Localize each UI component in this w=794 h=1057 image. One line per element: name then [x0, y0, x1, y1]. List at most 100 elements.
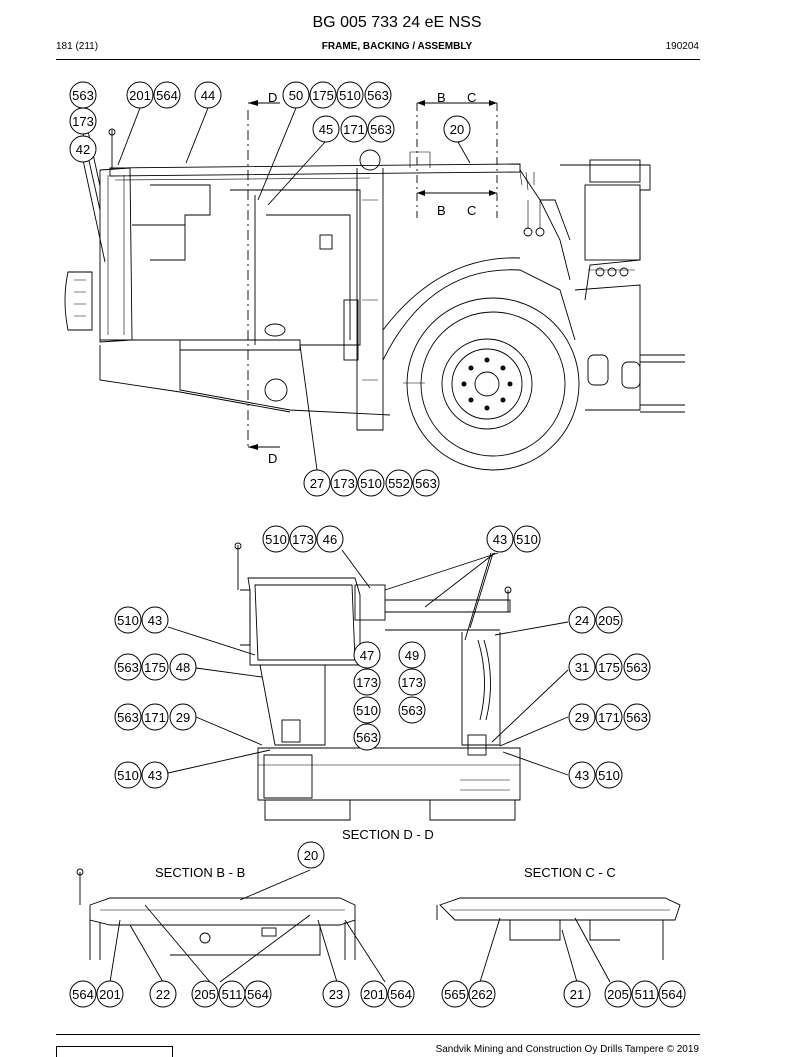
callout-bubble: 564 [153, 81, 181, 109]
callout-bubble: 175 [309, 81, 337, 109]
callout-bubble: 564 [387, 980, 415, 1008]
callout-number: 173 [72, 114, 94, 129]
callout-bubble: 510 [336, 81, 364, 109]
view-label: D [268, 90, 277, 105]
callout-bubble: 23 [322, 980, 350, 1008]
callout-number: 564 [247, 987, 269, 1002]
view-label: B [437, 203, 446, 218]
callout-number: 511 [635, 987, 656, 1002]
callout-number: 175 [598, 660, 620, 675]
callout-number: 42 [76, 142, 90, 157]
callout-number: 24 [575, 613, 589, 628]
section-c-drawing [436, 897, 681, 983]
callout-bubble: 511 [218, 980, 246, 1008]
callout-number: 205 [607, 987, 629, 1002]
callout-number: 43 [575, 768, 589, 783]
callout-bubble: 20 [443, 115, 471, 143]
callout-number: 173 [356, 675, 378, 690]
callout-bubble: 563 [398, 696, 426, 724]
callout-number: 201 [363, 987, 385, 1002]
section-b-drawing [76, 868, 386, 983]
callout-bubble: 564 [69, 980, 97, 1008]
callout-bubble: 173 [353, 668, 381, 696]
callout-number: 31 [575, 660, 589, 675]
callout-number: 563 [117, 710, 139, 725]
callout-bubble: 510 [114, 606, 142, 634]
callout-number: 563 [626, 660, 648, 675]
callout-bubble: 563 [364, 81, 392, 109]
view-label: SECTION C - C [524, 865, 616, 880]
callout-number: 510 [117, 768, 139, 783]
view-label: SECTION D - D [342, 827, 434, 842]
callout-number: 563 [72, 88, 94, 103]
callout-bubble: 47 [353, 641, 381, 669]
view-label: C [467, 203, 476, 218]
callout-number: 46 [323, 532, 337, 547]
callout-number: 173 [292, 532, 314, 547]
callout-bubble: 510 [114, 761, 142, 789]
callout-number: 49 [405, 648, 419, 663]
callout-number: 173 [401, 675, 423, 690]
callout-bubble: 510 [262, 525, 290, 553]
callout-number: 563 [367, 88, 389, 103]
callout-bubble: 564 [658, 980, 686, 1008]
callout-number: 43 [493, 532, 507, 547]
callout-number: 20 [450, 122, 464, 137]
callout-number: 171 [144, 710, 166, 725]
callout-bubble: 171 [141, 703, 169, 731]
callout-bubble: 171 [595, 703, 623, 731]
callout-bubble: 173 [69, 107, 97, 135]
callout-number: 510 [598, 768, 620, 783]
callout-number: 175 [144, 660, 166, 675]
callout-number: 262 [471, 987, 493, 1002]
view-label: B [437, 90, 446, 105]
callout-bubble: 205 [604, 980, 632, 1008]
view-label: C [467, 90, 476, 105]
footer-rule [56, 1034, 700, 1035]
callout-bubble: 201 [360, 980, 388, 1008]
callout-number: 510 [265, 532, 287, 547]
callout-bubble: 173 [330, 469, 358, 497]
callout-bubble: 563 [69, 81, 97, 109]
callout-bubble: 24 [568, 606, 596, 634]
callout-bubble: 563 [353, 723, 381, 751]
callout-bubble: 173 [398, 668, 426, 696]
section-heading: FRAME, BACKING / ASSEMBLY [321, 41, 473, 52]
callout-bubble: 48 [169, 653, 197, 681]
callout-bubble: 510 [353, 696, 381, 724]
callout-bubble: 44 [194, 81, 222, 109]
view-label: SECTION B - B [155, 865, 245, 880]
callout-number: 43 [148, 768, 162, 783]
callout-number: 564 [72, 987, 94, 1002]
callout-bubble: 563 [623, 653, 651, 681]
callout-bubble: 173 [289, 525, 317, 553]
callout-bubble: 50 [282, 81, 310, 109]
callout-number: 563 [370, 122, 392, 137]
callout-bubble: 510 [513, 525, 541, 553]
callout-bubble: 564 [244, 980, 272, 1008]
manufacturer-logo [56, 1046, 173, 1057]
callout-bubble: 46 [316, 525, 344, 553]
callout-number: 552 [388, 476, 410, 491]
callout-bubble: 31 [568, 653, 596, 681]
callout-number: 21 [570, 987, 584, 1002]
callout-number: 22 [156, 987, 170, 1002]
callout-bubble: 201 [96, 980, 124, 1008]
callout-number: 29 [575, 710, 589, 725]
callout-bubble: 563 [114, 703, 142, 731]
callout-bubble: 171 [340, 115, 368, 143]
callout-number: 45 [319, 122, 333, 137]
callout-bubble: 201 [126, 81, 154, 109]
callout-number: 510 [117, 613, 139, 628]
callout-bubble: 21 [563, 980, 591, 1008]
header-rule [56, 59, 700, 60]
callout-bubble: 175 [595, 653, 623, 681]
callout-number: 50 [289, 88, 303, 103]
drawing-code: 190204 [665, 41, 699, 52]
callout-bubble: 262 [468, 980, 496, 1008]
callout-number: 510 [516, 532, 538, 547]
callout-bubble: 511 [631, 980, 659, 1008]
callout-bubble: 29 [568, 703, 596, 731]
callout-number: 175 [312, 88, 334, 103]
